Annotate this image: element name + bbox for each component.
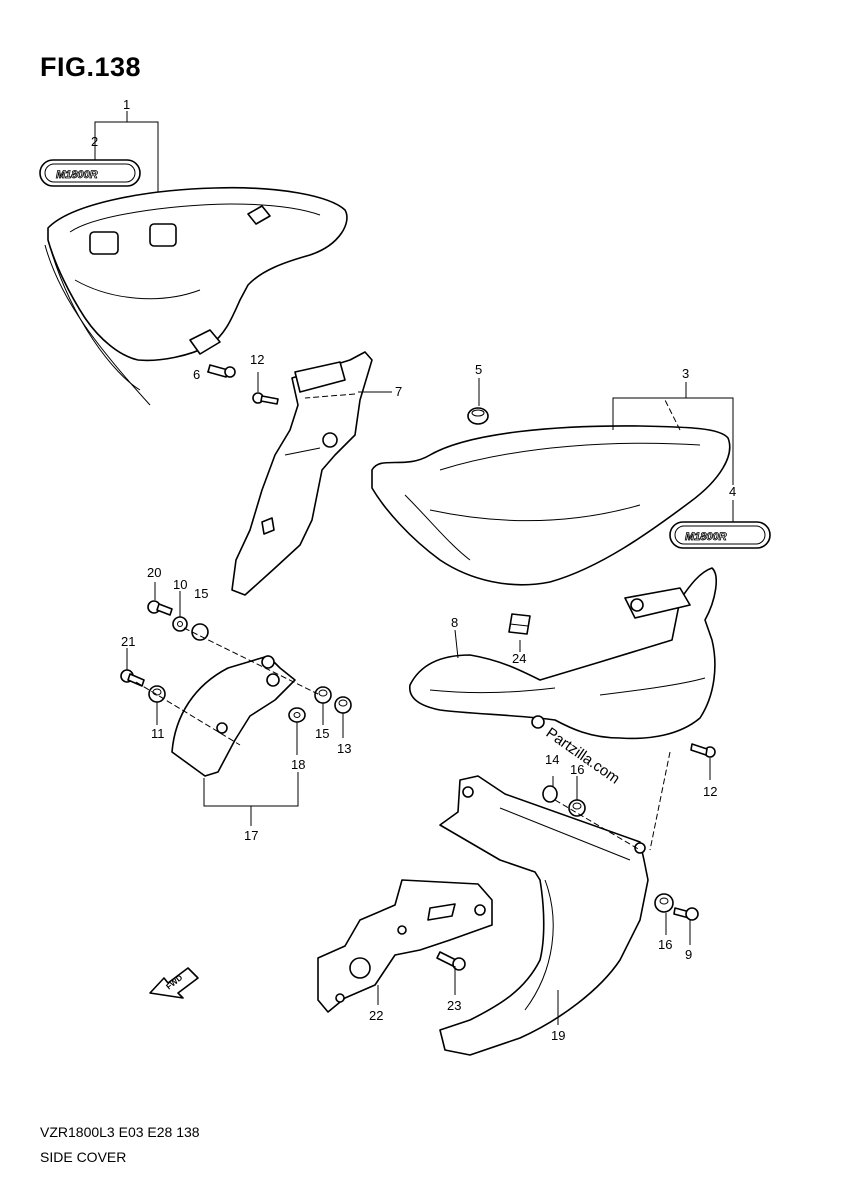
grommet-part-11[interactable] xyxy=(148,685,166,703)
right-side-cover-part-3[interactable] xyxy=(371,425,731,586)
callout-4: 4 xyxy=(729,484,736,499)
callout-16-upper: 16 xyxy=(570,762,584,777)
grommet-part-16-lower[interactable] xyxy=(654,893,674,913)
forward-arrow-icon: FWD xyxy=(149,967,199,999)
bracket-part-7[interactable] xyxy=(231,351,373,596)
callout-17: 17 xyxy=(244,828,258,843)
figure-title: FIG.138 xyxy=(40,52,142,82)
leader-lines xyxy=(94,111,734,1025)
bolt-part-20[interactable] xyxy=(147,600,173,616)
callout-23: 23 xyxy=(447,998,461,1013)
bolt-part-21[interactable] xyxy=(120,669,145,687)
callout-21: 21 xyxy=(121,634,135,649)
callout-6: 6 xyxy=(193,367,200,382)
bolt-part-23[interactable] xyxy=(436,951,466,971)
cover-part-17[interactable] xyxy=(171,655,296,777)
callout-1: 1 xyxy=(123,97,130,112)
callout-2: 2 xyxy=(91,134,98,149)
callout-18: 18 xyxy=(291,757,305,772)
plate-part-22[interactable] xyxy=(317,879,493,1013)
callout-5: 5 xyxy=(475,362,482,377)
frame-cover-part-8[interactable] xyxy=(409,567,717,740)
callout-20: 20 xyxy=(147,565,161,580)
diagram-title: SIDE COVER xyxy=(40,1149,127,1165)
callout-11: 11 xyxy=(151,726,165,741)
frame-cover-part-19[interactable] xyxy=(439,775,649,1056)
grommet-part-15-lower[interactable] xyxy=(314,686,332,704)
callout-15-lower: 15 xyxy=(315,726,329,741)
grommet-part-5[interactable] xyxy=(467,407,489,425)
left-side-cover-part-1[interactable] xyxy=(44,186,348,406)
callout-22: 22 xyxy=(369,1008,383,1023)
callout-9: 9 xyxy=(685,947,692,962)
grommet-part-16-upper[interactable] xyxy=(568,799,586,817)
grommet-part-15-upper[interactable] xyxy=(191,623,209,641)
callout-12-right: 12 xyxy=(703,784,717,799)
collar-part-13[interactable] xyxy=(334,696,352,714)
collar-part-14[interactable] xyxy=(542,785,558,803)
emblem-label: M1800R xyxy=(56,169,98,181)
emblem-label-2: M1800R xyxy=(685,531,727,543)
callout-13: 13 xyxy=(337,741,351,756)
callout-15-upper: 15 xyxy=(194,586,208,601)
callout-14: 14 xyxy=(545,752,559,767)
washer-part-18[interactable] xyxy=(288,707,306,723)
callout-19: 19 xyxy=(551,1028,565,1043)
screw-part-6[interactable] xyxy=(207,364,236,378)
callout-8: 8 xyxy=(451,615,458,630)
callout-24: 24 xyxy=(512,651,526,666)
callout-16-lower: 16 xyxy=(658,937,672,952)
bolt-part-12-upper[interactable] xyxy=(252,392,279,405)
bolt-part-12-right[interactable] xyxy=(690,743,716,758)
tag-part-24[interactable] xyxy=(508,613,531,635)
callout-12-upper: 12 xyxy=(250,352,264,367)
bolt-part-9[interactable] xyxy=(673,907,699,921)
emblem-part-2[interactable]: M1800R xyxy=(39,159,141,187)
callout-7: 7 xyxy=(395,384,402,399)
model-code: VZR1800L3 E03 E28 138 xyxy=(40,1124,200,1140)
callout-3: 3 xyxy=(682,366,689,381)
callout-10: 10 xyxy=(173,577,187,592)
emblem-part-4[interactable]: M1800R xyxy=(669,521,771,549)
